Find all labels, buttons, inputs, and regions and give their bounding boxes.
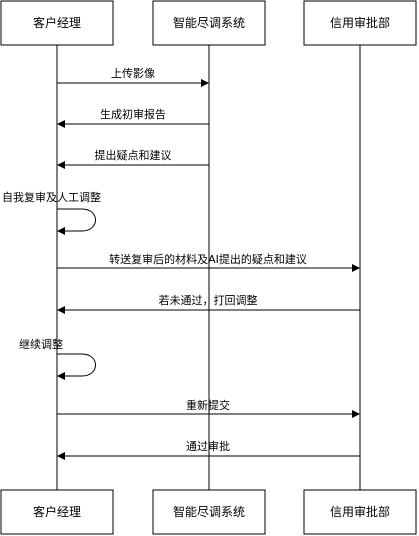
participant-label: 信用审批部 (330, 504, 390, 519)
message-label: 若未通过，打回调整 (159, 293, 258, 307)
participant-bottom-customer-manager: 客户经理 (0, 489, 114, 535)
message-label: 通过审批 (186, 439, 230, 453)
message-self-review-loop: 自我复审及人工调整 (2, 190, 101, 235)
participant-label: 客户经理 (33, 504, 81, 519)
message-label: 自我复审及人工调整 (2, 190, 101, 204)
participant-label: 智能尽调系统 (173, 15, 245, 30)
message-approved: 通过审批 (57, 439, 360, 460)
message-forward-materials: 转送复审后的材料及AI提出的疑点和建议 (57, 252, 360, 272)
participant-bottom-smart-system: 智能尽调系统 (152, 489, 266, 535)
participant-label: 信用审批部 (330, 15, 390, 30)
message-initial-review-report: 生成初审报告 (57, 107, 209, 128)
message-doubts-and-suggestions: 提出疑点和建议 (57, 148, 209, 169)
message-label: 提出疑点和建议 (95, 148, 172, 162)
message-send-back: 若未通过，打回调整 (57, 293, 360, 314)
message-label: 转送复审后的材料及AI提出的疑点和建议 (109, 252, 307, 266)
participant-label: 智能尽调系统 (173, 504, 245, 519)
participant-top-credit-approval: 信用审批部 (303, 0, 417, 46)
message-continue-adjust-loop: 继续调整 (19, 337, 96, 380)
message-resubmit: 重新提交 (57, 398, 360, 418)
participant-bottom-credit-approval: 信用审批部 (303, 489, 417, 535)
participant-label: 客户经理 (33, 15, 81, 30)
message-upload-images: 上传影像 (57, 67, 209, 87)
message-label: 生成初审报告 (100, 107, 166, 121)
message-label: 继续调整 (19, 337, 63, 351)
participant-top-smart-system: 智能尽调系统 (152, 0, 266, 46)
message-label: 上传影像 (111, 67, 155, 80)
participant-top-customer-manager: 客户经理 (0, 0, 114, 46)
message-label: 重新提交 (186, 398, 230, 412)
